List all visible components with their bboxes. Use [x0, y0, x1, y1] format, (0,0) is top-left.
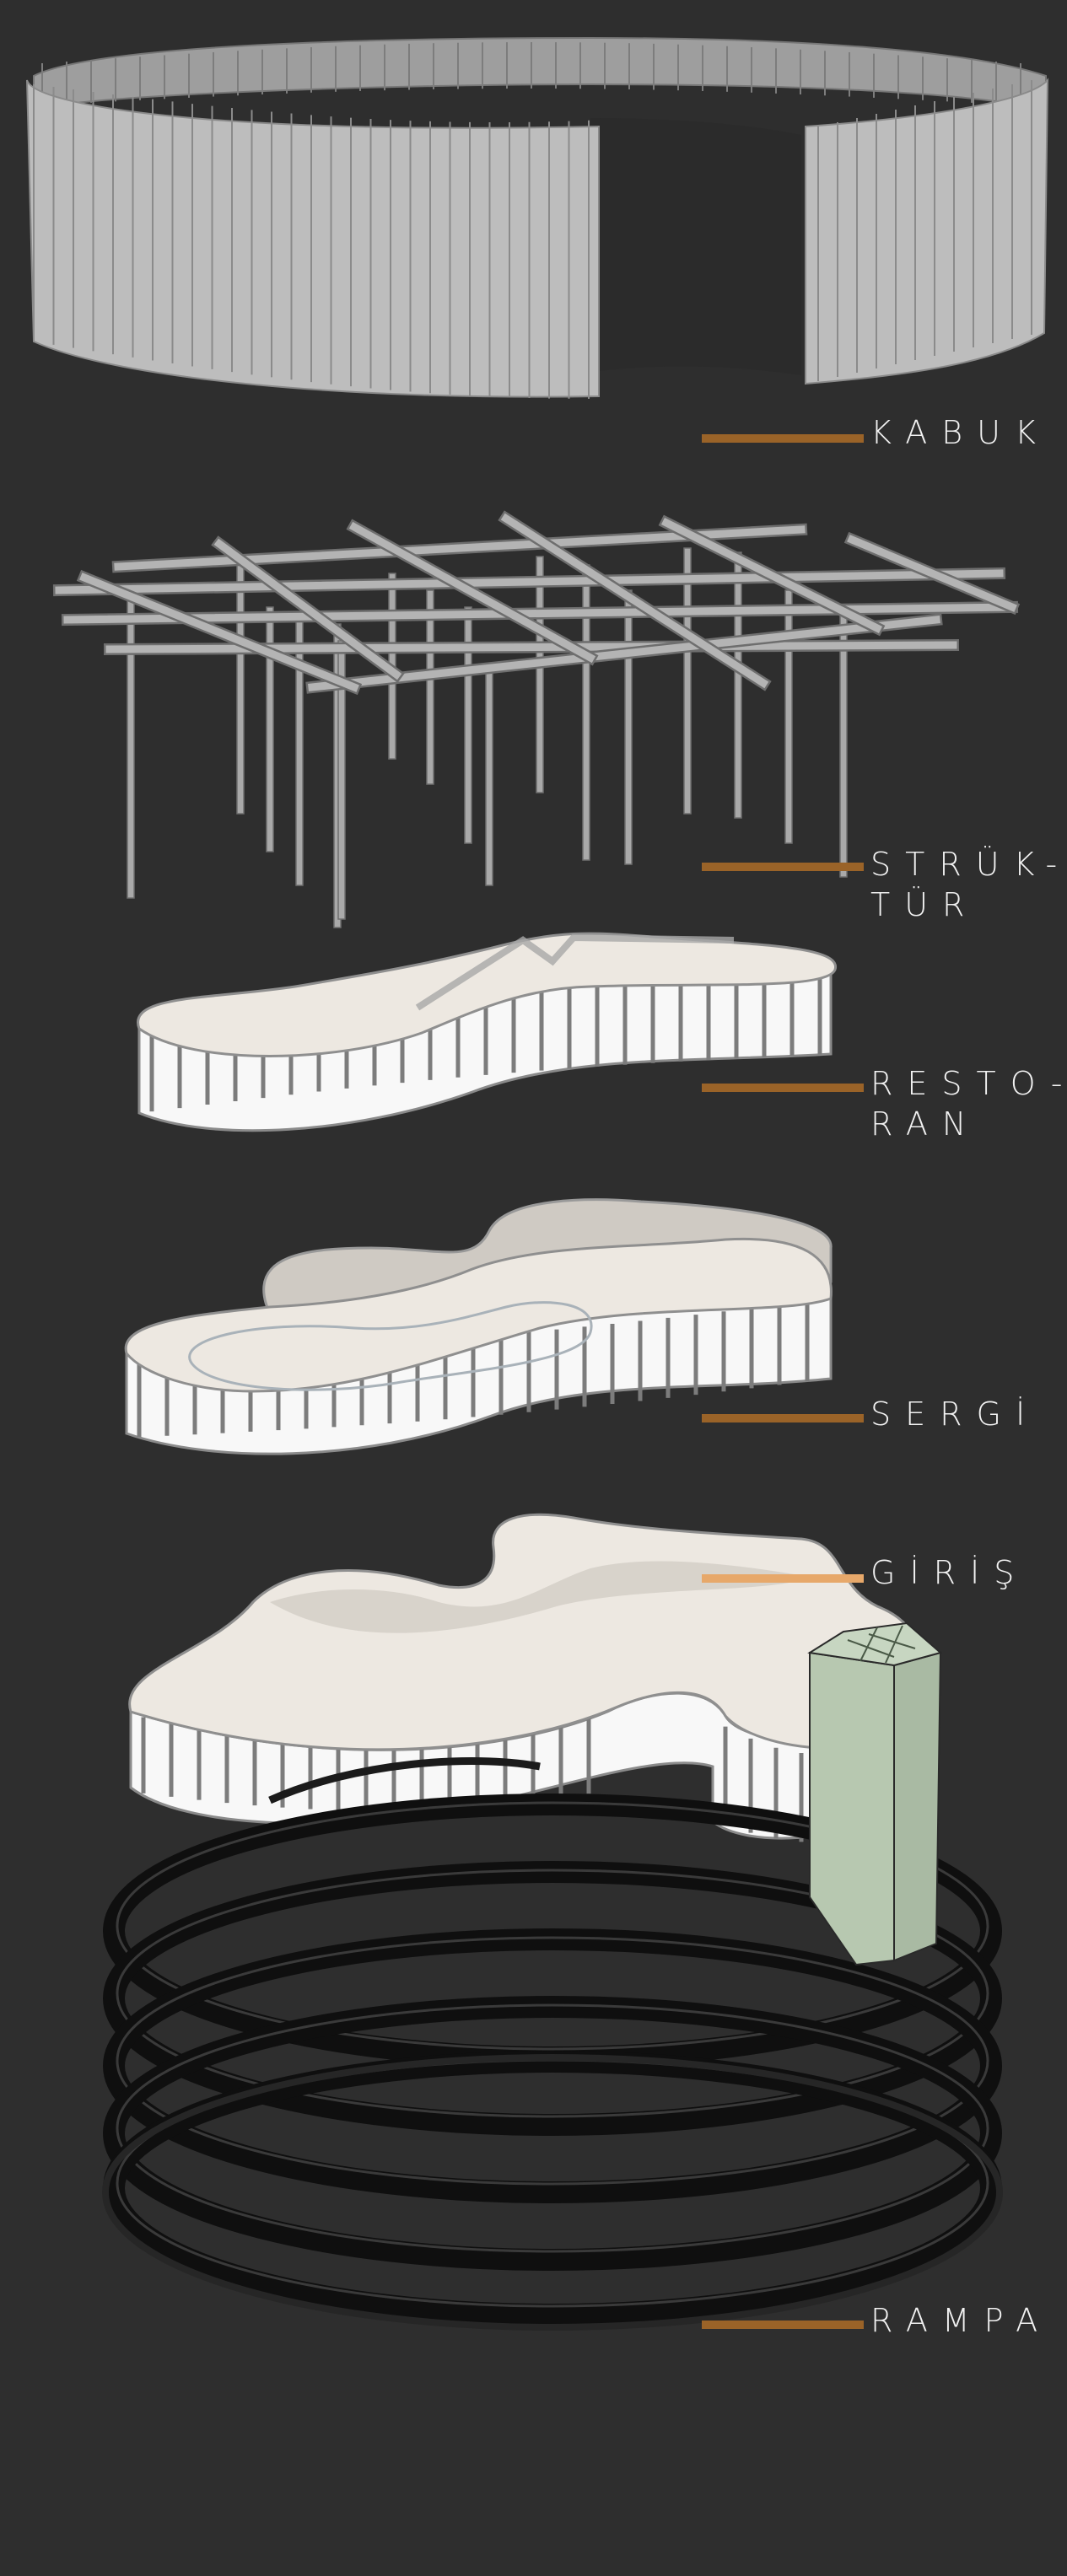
entrance-inner-ramp-hint [268, 1757, 541, 1804]
structure-column [236, 556, 245, 815]
shell-layer [26, 36, 1049, 399]
shell-back-ribs [41, 42, 1021, 105]
leader-line-giris [702, 1574, 864, 1583]
structure-beam [213, 538, 402, 680]
structure-column [683, 547, 692, 815]
structure-beam [79, 573, 359, 692]
structure-column [784, 589, 793, 844]
structure-beam [348, 521, 596, 664]
structure-beams [52, 510, 1021, 696]
ramp-ring-edge [116, 1936, 989, 2186]
structure-column [127, 589, 135, 899]
structure-layer [52, 510, 1021, 928]
restaurant-roof [137, 932, 837, 1057]
structure-column [734, 551, 742, 819]
structure-column [426, 589, 434, 785]
ramp-ring-edge [116, 1869, 989, 2118]
leader-line-kabuk [702, 434, 864, 443]
ramp-ring [103, 1928, 1002, 2203]
ramp-layer [102, 1794, 1003, 2331]
structure-beam [63, 603, 1016, 624]
shell-interior [590, 118, 801, 375]
leader-line-sergi [702, 1414, 864, 1422]
shell-front-ribs [33, 80, 1032, 399]
label-rampa: RAMPA [870, 2302, 1053, 2339]
ramp-ring [103, 1861, 1002, 2136]
leader-line-struktur [702, 863, 864, 871]
core-top [807, 1621, 943, 1667]
structure-column [464, 606, 472, 844]
entrance-roof [128, 1513, 924, 1751]
structure-column [485, 665, 493, 886]
structure-beam [105, 641, 957, 653]
label-giris: GİRİŞ [870, 1554, 1029, 1591]
restaurant-slab [137, 932, 837, 1132]
leader-line-restoran [702, 1084, 864, 1092]
ramp-base-shadow [102, 2054, 1003, 2331]
ramp-ring [103, 1996, 1002, 2271]
shell-front-right [805, 78, 1049, 385]
label-struktur: STRÜK- TÜR [870, 846, 1067, 923]
label-sergi: SERGİ [870, 1396, 1040, 1433]
entrance-slab [128, 1513, 924, 1842]
exhibition-slab [124, 1198, 833, 1455]
shell-front-left [26, 79, 600, 398]
leader-line-rampa [702, 2321, 864, 2329]
vertical-core [807, 1621, 943, 1966]
core-top-grid [847, 1625, 916, 1664]
entrance-roof-shadow [270, 1561, 810, 1633]
ramp-ring-edge [116, 1801, 989, 2051]
ramp-rings [102, 1794, 1003, 2331]
core-front-face [809, 1651, 895, 1966]
label-restoran: RESTO- RAN [870, 1065, 1067, 1143]
structure-beam [847, 535, 1017, 612]
structure-column [839, 615, 848, 878]
ramp-ring-edge [116, 2003, 989, 2253]
shell-back-wall [33, 36, 1047, 111]
structure-column [536, 556, 544, 793]
structure-column [266, 606, 274, 852]
structure-beam [308, 616, 940, 691]
structure-column [624, 589, 633, 865]
structure-beam [55, 569, 1004, 594]
leader-lines [702, 434, 864, 2329]
ramp-ring [103, 2051, 1002, 2326]
core-side-face [893, 1651, 942, 1962]
structure-beam [660, 517, 883, 634]
structure-columns [127, 547, 848, 928]
structure-beam [500, 513, 769, 689]
restaurant-roof-beams [415, 933, 735, 1011]
exhibition-void-outline [188, 1301, 593, 1391]
label-kabuk: KABUK [870, 414, 1050, 451]
